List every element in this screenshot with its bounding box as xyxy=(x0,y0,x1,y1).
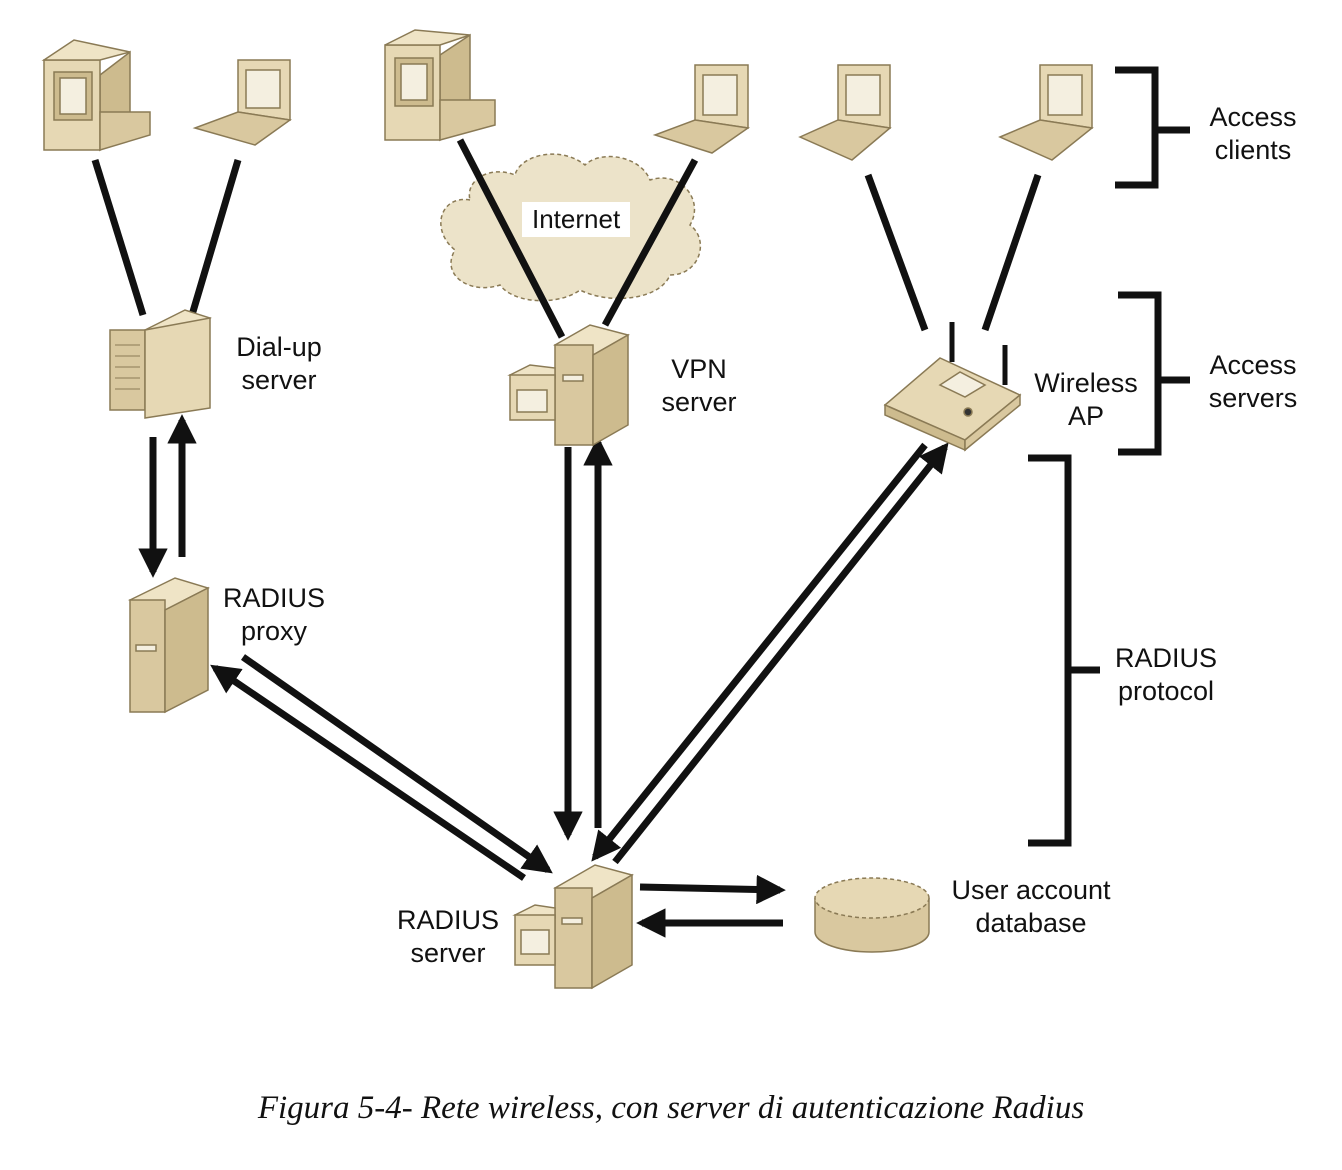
radius-server-icon xyxy=(512,864,634,990)
radius-proxy-icon xyxy=(127,577,210,714)
radius-proxy-label: RADIUS proxy xyxy=(222,583,326,646)
desktop-computer-icon xyxy=(384,29,496,142)
link-laptop1-dialup xyxy=(188,159,242,316)
wireless-ap-icon xyxy=(883,322,1022,452)
arrow-proxy-to-radius xyxy=(240,654,553,874)
bracket-access-clients xyxy=(1115,66,1159,189)
link-laptop3-ap xyxy=(864,173,929,332)
vpn-server-label: VPN server xyxy=(661,354,737,417)
wireless-ap-label: Wireless AP xyxy=(1034,368,1138,431)
laptop-icon xyxy=(998,64,1094,161)
user-account-database-label: User account database xyxy=(951,875,1111,938)
database-icon xyxy=(814,877,930,953)
radius-server-label: RADIUS server xyxy=(396,905,500,968)
arrow-radius-to-proxy xyxy=(210,664,526,881)
laptop-icon xyxy=(798,64,892,161)
figure-caption: Figura 5-4- Rete wireless, con server di… xyxy=(257,1090,1085,1126)
arrow-ap-to-radius xyxy=(591,442,928,862)
internet-label: Internet xyxy=(522,202,631,237)
link-laptop4-ap xyxy=(981,173,1042,332)
bracket-access-servers xyxy=(1118,291,1162,456)
arrow-radius-to-ap xyxy=(612,442,949,865)
link-laptop2-vpn xyxy=(601,158,699,327)
link-desktop2-vpn xyxy=(456,138,566,339)
desktop-computer-icon xyxy=(41,39,151,152)
dialup-server-icon xyxy=(109,309,212,419)
arrow-radius-to-db xyxy=(639,874,786,905)
radius-protocol-label: RADIUS protocol xyxy=(1114,643,1218,706)
bracket-radius-protocol xyxy=(1028,454,1072,847)
dialup-server-label: Dial-up server xyxy=(236,332,322,395)
client-links xyxy=(91,138,1042,339)
laptop-icon xyxy=(192,59,292,146)
link-desktop1-dialup xyxy=(91,158,147,317)
laptop-icon xyxy=(652,64,750,154)
access-servers-label: Access servers xyxy=(1208,350,1298,413)
access-clients-label: Access clients xyxy=(1209,102,1297,165)
radius-arrows xyxy=(138,414,949,938)
vpn-server-icon xyxy=(507,324,630,447)
brackets xyxy=(1028,66,1190,847)
